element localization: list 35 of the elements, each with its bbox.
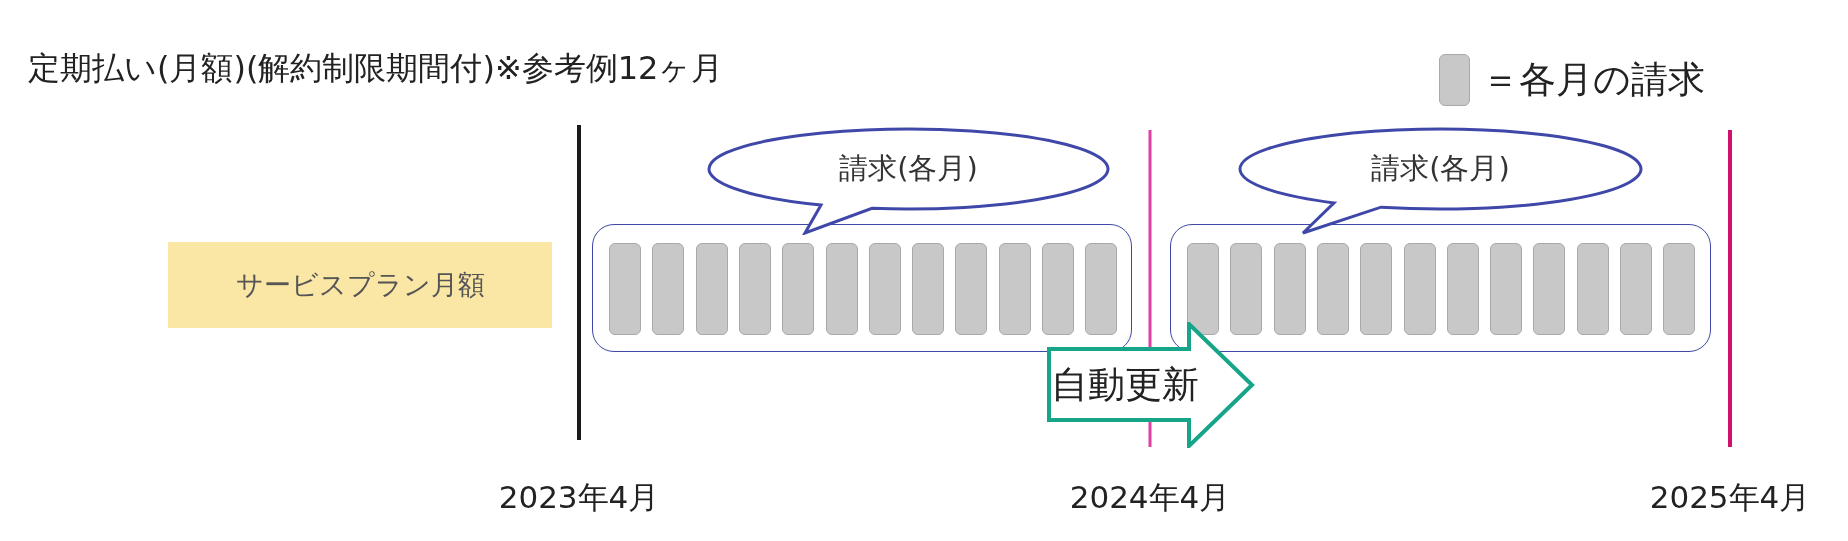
legend-text: ＝各月の請求 [1482,57,1705,103]
bubble-text: 請求(各月) [1371,150,1510,188]
month-bar [912,243,945,335]
month-bar [1620,243,1652,335]
arrow-text: 自動更新 [1051,361,1199,408]
bubble-text: 請求(各月) [839,150,978,188]
month-bar [1230,243,1263,335]
month-bar [1273,243,1306,335]
month-bar [1533,243,1566,335]
month-bar [1042,243,1074,335]
date-label: 2024年4月 [1069,478,1231,517]
month-bar [868,243,901,335]
month-bar [609,243,641,335]
month-bar [1085,243,1118,335]
month-bar [1446,243,1479,335]
billing-period-box [1170,224,1711,352]
month-bar [1403,243,1436,335]
month-bar [738,243,771,335]
billing-period-box [592,224,1132,352]
month-bar [1316,243,1349,335]
month-bar [1490,243,1523,335]
month-bar [825,243,858,335]
month-bar [1576,243,1609,335]
month-bar [782,243,815,335]
date-label: 2025年4月 [1649,478,1811,517]
date-label: 2023年4月 [498,478,660,517]
month-bar [1360,243,1393,335]
month-bar [695,243,728,335]
title: 定期払い(月額)(解約制限期間付)※参考例12ヶ月 [28,48,724,89]
plan-box: サービスプラン月額 [168,242,552,328]
month-bar [998,243,1031,335]
month-bar [652,243,685,335]
month-bar [1187,243,1219,335]
month-bar [1663,243,1696,335]
month-bar [955,243,988,335]
